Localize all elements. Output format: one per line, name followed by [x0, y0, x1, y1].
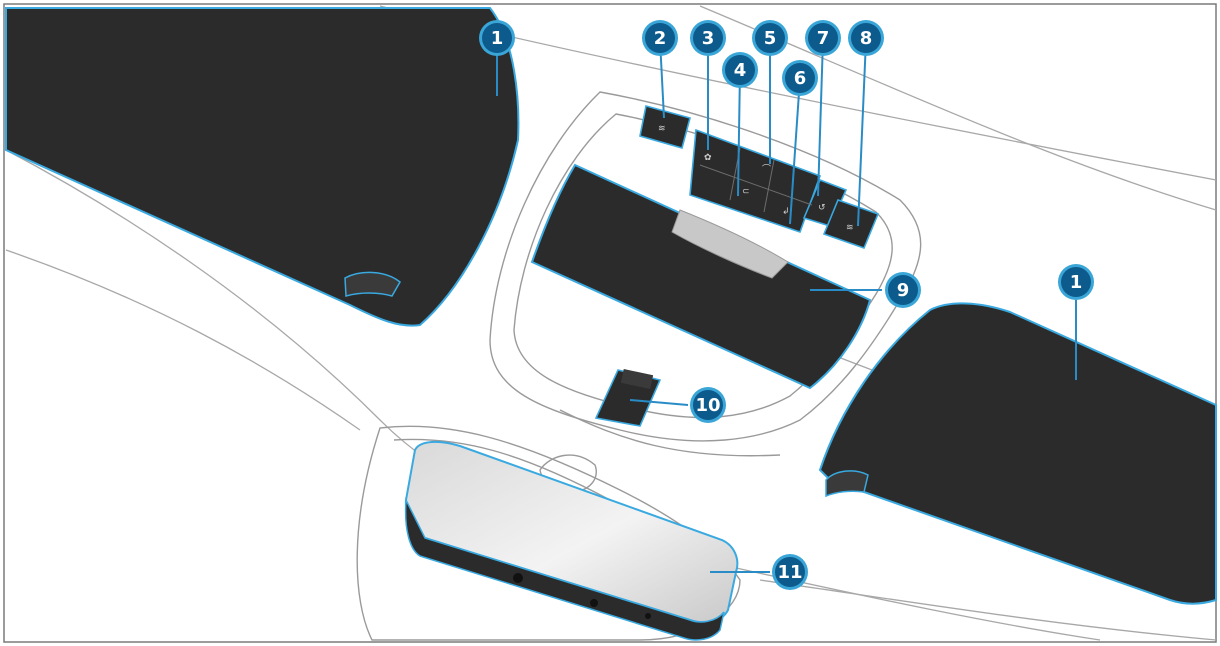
callout-c1b: 1 — [1058, 264, 1094, 300]
callout-c3: 3 — [690, 20, 726, 56]
callout-number: 9 — [897, 280, 910, 301]
callout-c4: 4 — [722, 52, 758, 88]
callout-number: 4 — [734, 60, 747, 81]
mirror-base — [404, 497, 725, 641]
callout-c9: 9 — [885, 272, 921, 308]
callout-disc — [888, 275, 918, 305]
callout-number: 6 — [794, 68, 807, 89]
mirror-sensor — [590, 599, 598, 607]
leader-lines — [496, 39, 1077, 573]
callout-number: 10 — [695, 395, 720, 416]
callout-number: 2 — [654, 28, 667, 49]
visor-clip-left — [344, 271, 401, 297]
reading-lamp-button-left — [639, 105, 691, 149]
callout-number: 1 — [1070, 272, 1083, 293]
sun-visor-right — [818, 302, 1217, 605]
button-cluster — [639, 105, 880, 250]
center-button-block — [689, 128, 822, 234]
sliding-sunroof-icon: ↲ — [782, 207, 790, 217]
reading-lamp-icon: ≋ — [846, 223, 854, 233]
callout-disc — [725, 55, 755, 85]
compartment-handle — [671, 209, 789, 279]
sos-icon: ⊂ — [742, 187, 750, 197]
callout-disc — [851, 23, 881, 53]
callout-c10: 10 — [690, 387, 726, 423]
callout-c7: 7 — [805, 20, 841, 56]
callout-number: 3 — [702, 28, 715, 49]
button-icons: ≋ ✿ ⊂ ⌒ ↲ ↺ ≋ — [658, 124, 854, 233]
callout-disc — [808, 23, 838, 53]
callout-number: 1 — [491, 28, 504, 49]
reading-lamp-button-right — [822, 198, 880, 250]
callout-disc — [775, 557, 805, 587]
callout-c1a: 1 — [479, 20, 515, 56]
callout-c2: 2 — [642, 20, 678, 56]
callout-number: 5 — [764, 28, 777, 49]
roof-icon: ⌒ — [762, 164, 771, 175]
interior-camera — [594, 369, 662, 427]
visor-clip-right — [825, 470, 869, 498]
callout-disc — [645, 23, 675, 53]
sunglasses-compartment — [530, 163, 872, 390]
interior-light-icon: ✿ — [704, 153, 712, 163]
callout-disc — [693, 390, 723, 420]
callout-disc — [755, 23, 785, 53]
roller-blind-icon: ↺ — [818, 203, 826, 213]
callout-number: 11 — [777, 562, 802, 583]
callout-c11: 11 — [772, 554, 808, 590]
callout-disc — [693, 23, 723, 53]
mirror-microphone — [513, 573, 523, 583]
callout-disc — [482, 23, 512, 53]
sun-visor-left — [5, 7, 520, 327]
callout-c5: 5 — [752, 20, 788, 56]
mirror-led — [645, 613, 651, 619]
rearview-mirror — [404, 440, 739, 641]
callout-number: 8 — [860, 28, 873, 49]
callout-disc — [1061, 267, 1091, 297]
callout-disc — [785, 63, 815, 93]
callout-c8: 8 — [848, 20, 884, 56]
reading-lamp-icon: ≋ — [658, 124, 666, 134]
callout-number: 7 — [817, 28, 830, 49]
callout-c6: 6 — [782, 60, 818, 96]
